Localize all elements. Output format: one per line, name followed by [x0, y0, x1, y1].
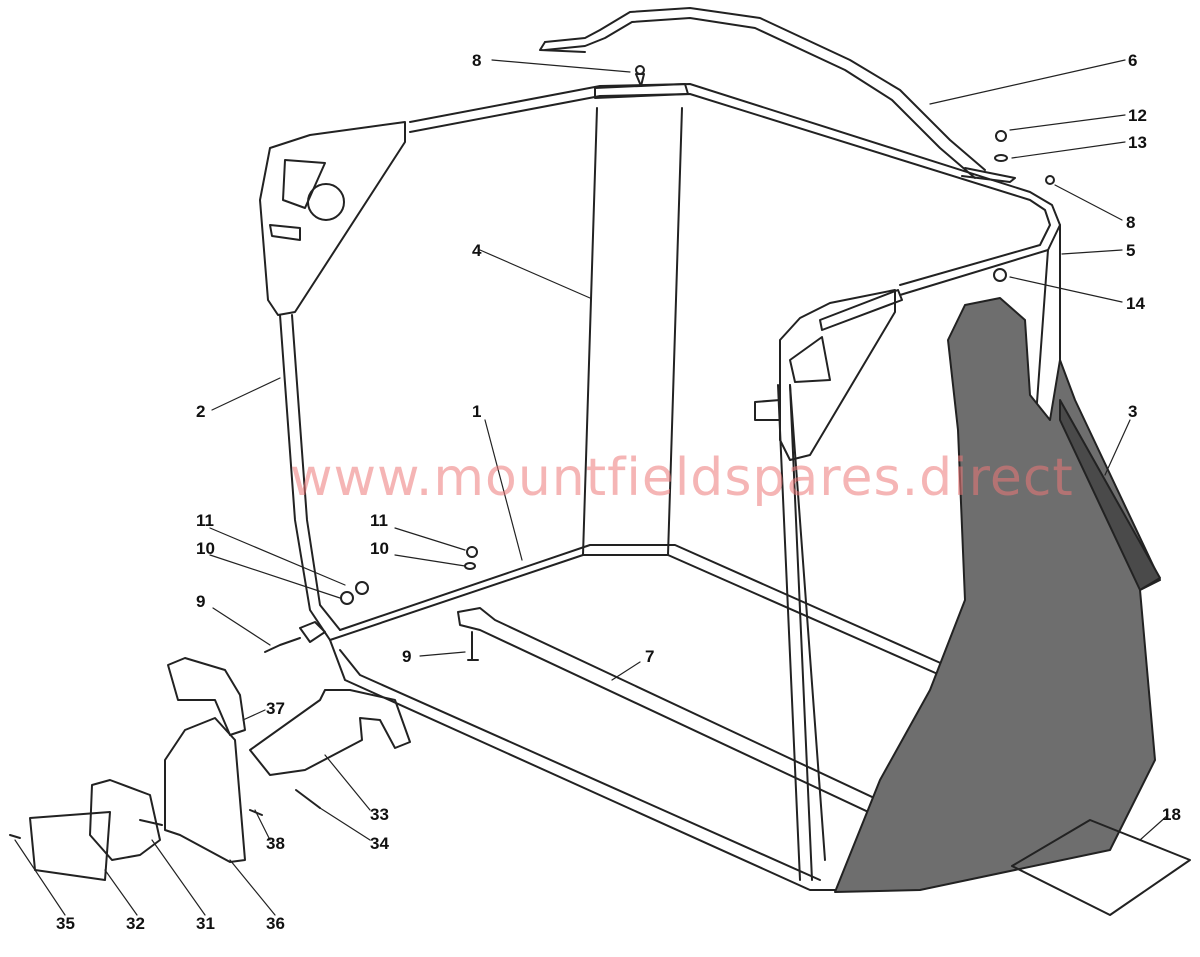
callout-35: 35 [56, 914, 75, 933]
callout-10: 10 [370, 539, 389, 558]
callout-31: 31 [196, 914, 215, 933]
callout-14: 14 [1126, 294, 1145, 313]
callout-6: 6 [1128, 51, 1138, 70]
top-bar-plate [594, 83, 689, 99]
callout-5: 5 [1126, 241, 1136, 260]
callout-7: 7 [645, 647, 655, 666]
callout-9: 9 [402, 647, 412, 666]
callout-32: 32 [126, 914, 145, 933]
callout-9: 9 [196, 592, 206, 611]
callout-12: 12 [1128, 106, 1147, 125]
watermark: www.mountfieldspares.direct [290, 448, 1074, 508]
callout-3: 3 [1128, 402, 1138, 421]
callout-18: 18 [1162, 805, 1181, 824]
grass-bag-part-3 [834, 297, 1161, 893]
right-side-plate [754, 289, 903, 881]
leader-lines [14, 59, 1169, 916]
callout-34: 34 [370, 834, 389, 853]
callout-13: 13 [1128, 133, 1147, 152]
panel-part-4 [582, 107, 683, 556]
fixings [264, 65, 1055, 661]
latch-assembly [9, 657, 411, 881]
callout-11: 11 [196, 511, 214, 530]
callout-38: 38 [266, 834, 285, 853]
callout-2: 2 [196, 402, 206, 421]
callout-1: 1 [472, 402, 482, 421]
callout-4: 4 [472, 241, 482, 260]
callout-36: 36 [266, 914, 285, 933]
callout-8: 8 [472, 51, 482, 70]
side-plate-part-2 [259, 121, 406, 641]
callout-11: 11 [370, 511, 388, 530]
callout-8: 8 [1126, 213, 1136, 232]
callout-33: 33 [370, 805, 389, 824]
hardware-bag-part-18 [1011, 819, 1191, 916]
callout-37: 37 [266, 699, 285, 718]
callout-10: 10 [196, 539, 215, 558]
base-frame-part-1 [329, 544, 946, 891]
